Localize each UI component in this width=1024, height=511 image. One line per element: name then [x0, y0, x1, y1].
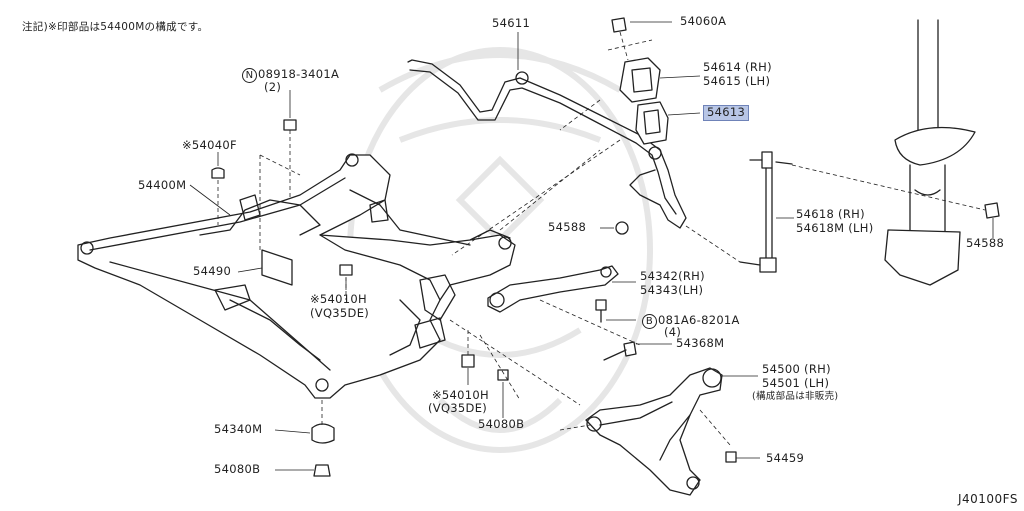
lower-arm-54500: [585, 367, 760, 496]
stabilizer-brackets: [451, 17, 701, 256]
n-circle-icon: N: [242, 68, 257, 83]
stabilizer-link-54618: [685, 151, 986, 273]
label-54501: 54501 (LH): [762, 376, 830, 390]
label-54080B-mid: 54080B: [478, 417, 525, 431]
strut-assembly: [884, 19, 1000, 286]
label-54040F: ※54040F: [182, 138, 237, 152]
label-54010H-upper-note: (VQ35DE): [310, 306, 370, 320]
label-54500: 54500 (RH): [762, 362, 831, 376]
label-54490: 54490: [193, 264, 232, 278]
label-54010H-lower-note: (VQ35DE): [428, 401, 488, 415]
label-54615: 54615 (LH): [703, 74, 771, 88]
bolt-54368M: [603, 341, 672, 361]
label-54613-highlighted[interactable]: 54613: [703, 105, 750, 121]
label-54588-right: 54588: [966, 236, 1005, 250]
label-54618: 54618 (RH): [796, 207, 865, 221]
label-54500-note: (構成部品は非販売): [752, 391, 839, 402]
label-54340M: 54340M: [214, 422, 263, 436]
label-54618M: 54618M (LH): [796, 221, 874, 235]
guide-lines: [449, 149, 731, 446]
label-54588-mid: 54588: [548, 220, 587, 234]
upper-link-54342: [487, 265, 636, 323]
label-08918-qty: (2): [264, 80, 282, 94]
label-54400M: 54400M: [138, 178, 187, 192]
label-54368M: 54368M: [676, 336, 725, 350]
label-54343: 54343(LH): [640, 283, 704, 297]
leader-lines: [189, 90, 504, 471]
label-54342: 54342(RH): [640, 269, 705, 283]
label-54010H-upper: ※54010H: [310, 292, 367, 306]
label-081A6-qty: (4): [664, 325, 682, 339]
label-54060A: 54060A: [680, 14, 727, 28]
reference-code: J40100FS: [957, 492, 1018, 506]
subframe-small-parts: [211, 119, 509, 477]
label-54459: 54459: [766, 451, 805, 465]
label-54080B-left: 54080B: [214, 462, 261, 476]
label-54010H-lower: ※54010H: [432, 388, 489, 402]
note-text: 注記)※印部品は54400Mの構成です。: [22, 21, 209, 33]
label-54614: 54614 (RH): [703, 60, 772, 74]
subframe-54400M: [77, 153, 516, 399]
b-circle-icon: B: [642, 314, 657, 329]
label-54611: 54611: [492, 16, 531, 30]
